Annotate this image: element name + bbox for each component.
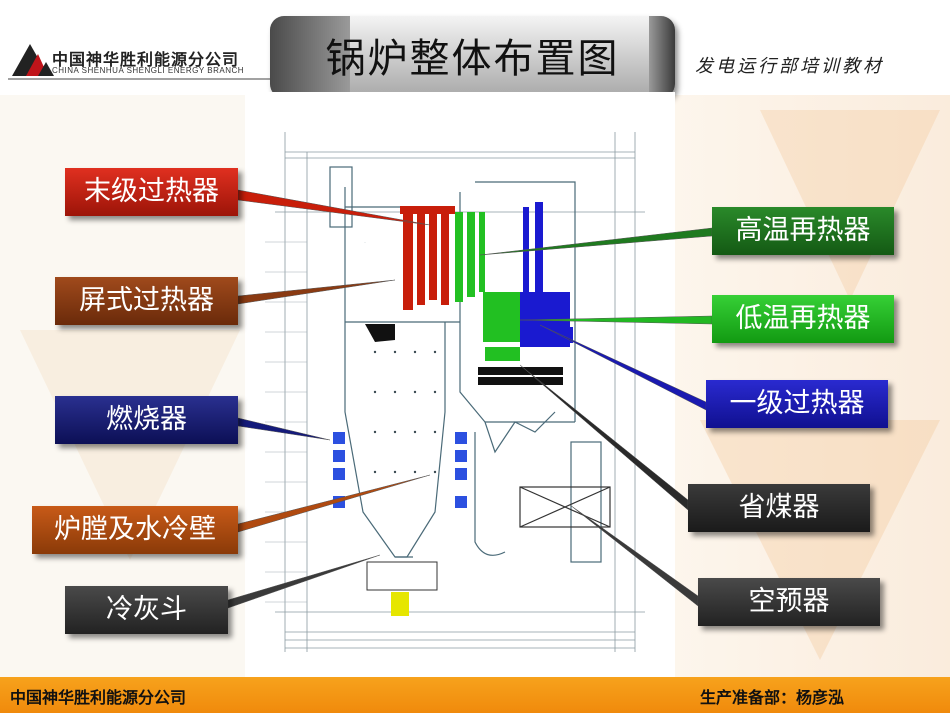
company-name-cn: 中国神华胜利能源分公司 bbox=[52, 50, 240, 69]
header: 中国神华胜利能源分公司 CHINA SHENHUA SHENGLI ENERGY… bbox=[0, 0, 950, 98]
boiler-layout-diagram bbox=[245, 92, 675, 674]
label-platen-superheater: 屏式过热器 bbox=[55, 277, 238, 325]
primary-superheater-shape bbox=[520, 202, 573, 347]
label-cold-ash-hopper: 冷灰斗 bbox=[65, 586, 228, 634]
burners-shape bbox=[333, 432, 467, 508]
shenhua-logo-icon bbox=[8, 44, 270, 80]
label-burner: 燃烧器 bbox=[55, 396, 238, 444]
label-air-preheater: 空预器 bbox=[698, 578, 880, 626]
page-subtitle: 发电运行部培训教材 bbox=[695, 56, 884, 77]
footer-bar bbox=[0, 677, 950, 713]
ash-outlet-shape bbox=[391, 592, 409, 616]
label-primary-superheater: 一级过热器 bbox=[706, 380, 888, 428]
air-preheater-shape bbox=[519, 486, 611, 528]
label-furnace-waterwall: 炉膛及水冷壁 bbox=[32, 506, 238, 554]
footer-company: 中国神华胜利能源分公司 bbox=[10, 688, 187, 707]
label-final-superheater: 末级过热器 bbox=[65, 168, 238, 216]
company-name-en: CHINA SHENHUA SHENGLI ENERGY BRANCH bbox=[52, 66, 245, 75]
label-low-reheater: 低温再热器 bbox=[712, 295, 894, 343]
title-banner bbox=[270, 16, 675, 98]
label-hot-reheater: 高温再热器 bbox=[712, 207, 894, 255]
final-superheater-shape bbox=[400, 206, 455, 310]
label-economizer: 省煤器 bbox=[688, 484, 870, 532]
footer-author: 生产准备部：杨彦泓 bbox=[700, 688, 845, 707]
page-title: 锅炉整体布置图 bbox=[325, 36, 620, 82]
